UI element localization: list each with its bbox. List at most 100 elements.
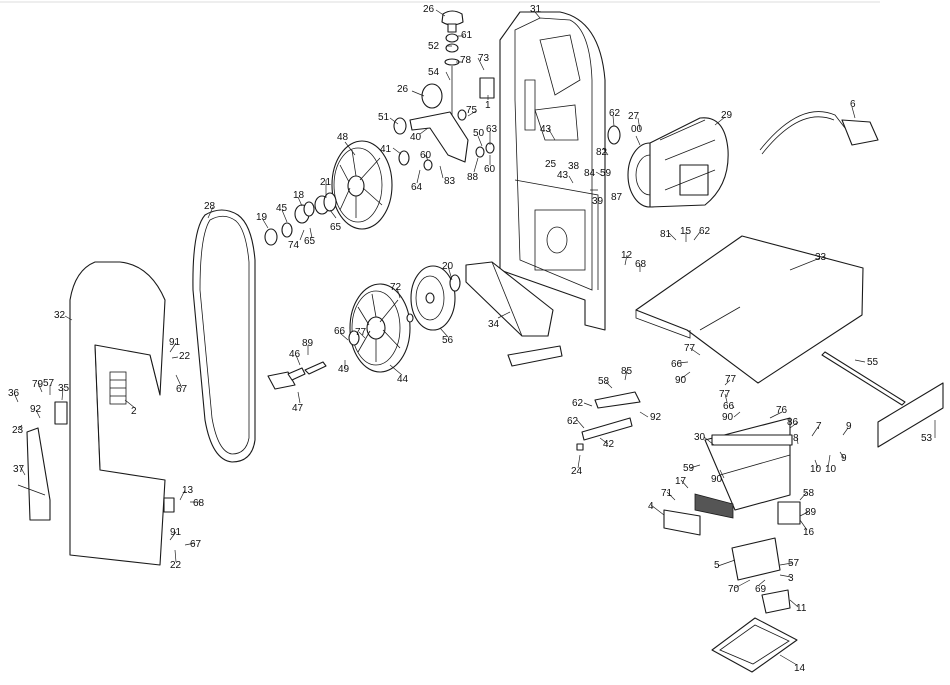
callout-label: 41 <box>380 144 392 155</box>
saw-blade-part <box>192 209 256 463</box>
callout-label: 47 <box>292 403 304 414</box>
parts-layer <box>17 10 944 673</box>
callout-label: 89 <box>302 338 314 349</box>
callout-label: 55 <box>867 357 879 368</box>
callout-label: 2 <box>131 406 137 417</box>
bearing-washers-part <box>264 195 330 246</box>
callout-label: 32 <box>54 310 66 321</box>
callout-label: 92 <box>650 412 662 423</box>
callout-label: 11 <box>796 603 807 614</box>
callout-label: 45 <box>276 203 288 214</box>
callout-label: 40 <box>410 132 422 143</box>
callout-label: 31 <box>530 4 542 15</box>
callout-label: 88 <box>467 172 479 183</box>
callout-label: 21 <box>320 177 332 188</box>
callout-label: 49 <box>338 364 350 375</box>
callout-label: 78 <box>460 55 472 66</box>
callout-label: 8 <box>793 433 799 444</box>
callout-label: 63 <box>486 124 498 135</box>
callout-label: 92 <box>30 404 42 415</box>
callout-label: 4 <box>648 501 654 512</box>
callout-label: 60 <box>420 150 432 161</box>
callout-label: 1 <box>485 100 491 111</box>
callout-label: 61 <box>461 30 473 41</box>
callout-label: 38 <box>568 161 580 172</box>
dust-chute-part <box>465 261 554 337</box>
tension-knob-part <box>393 10 495 171</box>
callout-label: 18 <box>293 190 305 201</box>
pulley-part <box>406 265 461 331</box>
callout-label: 9 <box>846 421 852 432</box>
callout-label: 56 <box>442 335 454 346</box>
callout-label: 65 <box>330 222 342 233</box>
callout-labels: 26 52 61 78 73 54 1 26 75 51 40 50 63 41… <box>8 4 933 674</box>
callout-label: 36 <box>8 388 20 399</box>
callout-label: 77 <box>725 374 737 385</box>
fence-rail-part <box>821 351 944 448</box>
callout-label: 3 <box>788 573 794 584</box>
callout-label: 58 <box>803 488 815 499</box>
callout-label: 62 <box>699 226 711 237</box>
callout-label: 75 <box>466 105 478 116</box>
callout-label: 87 <box>611 192 623 203</box>
callout-label: 5 <box>714 560 720 571</box>
blade-guard-part <box>17 401 68 521</box>
callout-label: 57 <box>43 378 55 389</box>
callout-label: 62 <box>567 416 579 427</box>
upper-wheel-part <box>323 140 393 230</box>
latch-bracket-part <box>163 497 175 513</box>
support-arm-part <box>507 345 641 451</box>
callout-label: 10 <box>825 464 837 475</box>
callout-label: 53 <box>921 433 933 444</box>
frame-cover-part <box>69 261 166 566</box>
callout-label: 72 <box>390 282 402 293</box>
callout-label: 19 <box>256 212 268 223</box>
work-table-part <box>635 235 864 384</box>
callout-label: 67 <box>176 384 188 395</box>
callout-label: 89 <box>805 507 817 518</box>
callout-label: 52 <box>428 41 440 52</box>
control-panel-part <box>663 493 734 536</box>
callout-label: 59 <box>600 168 612 179</box>
callout-label: 85 <box>621 366 633 377</box>
callout-label: 59 <box>683 463 695 474</box>
callout-label: 17 <box>675 476 687 487</box>
callout-label: 15 <box>680 226 692 237</box>
power-switch-part <box>777 501 801 525</box>
callout-label: 50 <box>473 128 485 139</box>
callout-label: 54 <box>428 67 440 78</box>
pedal-part <box>267 361 327 390</box>
callout-label: 43 <box>557 170 569 181</box>
callout-label: 71 <box>661 488 673 499</box>
power-cable-part <box>759 111 879 155</box>
main-frame-part <box>499 11 606 331</box>
callout-label: 81 <box>660 229 672 240</box>
callout-label: 30 <box>694 432 706 443</box>
callout-label: 57 <box>788 558 800 569</box>
switch-box-part <box>704 417 793 511</box>
callout-label: 68 <box>635 259 647 270</box>
callout-label: 68 <box>193 498 205 509</box>
callout-label: 20 <box>442 261 454 272</box>
callout-label: 84 <box>584 168 596 179</box>
callout-label: 9 <box>841 453 847 464</box>
callout-label: 37 <box>13 464 25 475</box>
callout-label: 90 <box>722 412 734 423</box>
callout-label: 42 <box>603 439 615 450</box>
callout-label: 25 <box>545 159 557 170</box>
callout-label: 66 <box>334 326 346 337</box>
callout-label: 82 <box>596 147 608 158</box>
callout-label: 39 <box>592 196 604 207</box>
callout-label: 48 <box>337 132 349 143</box>
callout-label: 26 <box>423 4 435 15</box>
callout-label: 77 <box>355 327 367 338</box>
callout-label: 29 <box>721 110 733 121</box>
callout-label: 60 <box>484 164 496 175</box>
callout-label: 79 <box>32 379 44 390</box>
callout-label: 62 <box>572 398 584 409</box>
callout-label: 22 <box>170 560 182 571</box>
callout-label: 34 <box>488 319 500 330</box>
circuit-board-part <box>731 537 781 581</box>
callout-label: 74 <box>288 240 300 251</box>
